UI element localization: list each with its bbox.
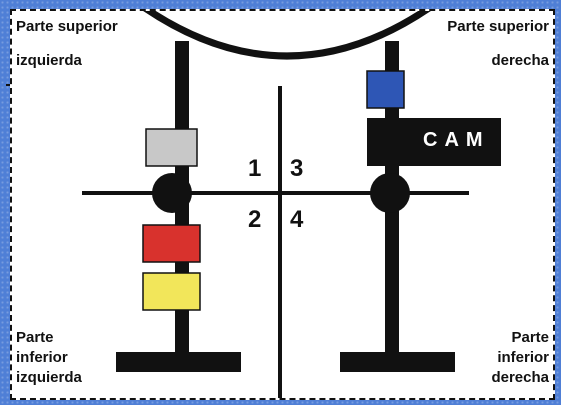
label-top-left-line1: Parte superior [16,18,118,35]
top-arc [143,11,431,60]
yellow-block [142,272,201,311]
label-bottom-left-line1: Parte [16,329,54,346]
label-bottom-right: Parte inferior derecha [489,328,551,388]
right-joint [370,173,410,213]
quadrant-1-number: 1 [248,155,262,182]
quadrant-4-number: 4 [290,206,304,233]
horizontal-axis [82,191,469,195]
gray-block [145,128,198,167]
red-block [142,224,201,263]
quadrant-3-number: 3 [290,155,304,182]
label-bottom-right-line1: Parte [511,329,549,346]
blue-block [366,70,405,109]
label-bottom-right-line2: inferior [497,349,549,366]
vertical-axis [278,86,282,398]
diagram-canvas [82,11,501,398]
quadrant-2-number: 2 [248,206,262,233]
label-bottom-right-line3: derecha [491,369,549,386]
label-top-right-line2: derecha [491,52,549,69]
edge-tick-mark [6,84,12,86]
left-joint [152,173,192,213]
label-bottom-left-line3: izquierda [16,369,82,386]
camera-block [367,118,501,166]
label-top-right: Parte superior derecha [445,17,551,71]
label-top-left-line2: izquierda [16,52,82,69]
label-bottom-left-line2: inferior [16,349,68,366]
right-base [340,352,455,372]
diagram-panel: Parte superior izquierda Parte superior … [10,9,555,400]
label-bottom-left: Parte inferior izquierda [14,328,84,388]
left-base [116,352,241,372]
camera-label: CAM [423,129,490,151]
label-top-left: Parte superior izquierda [14,17,120,71]
label-top-right-line1: Parte superior [447,18,549,35]
